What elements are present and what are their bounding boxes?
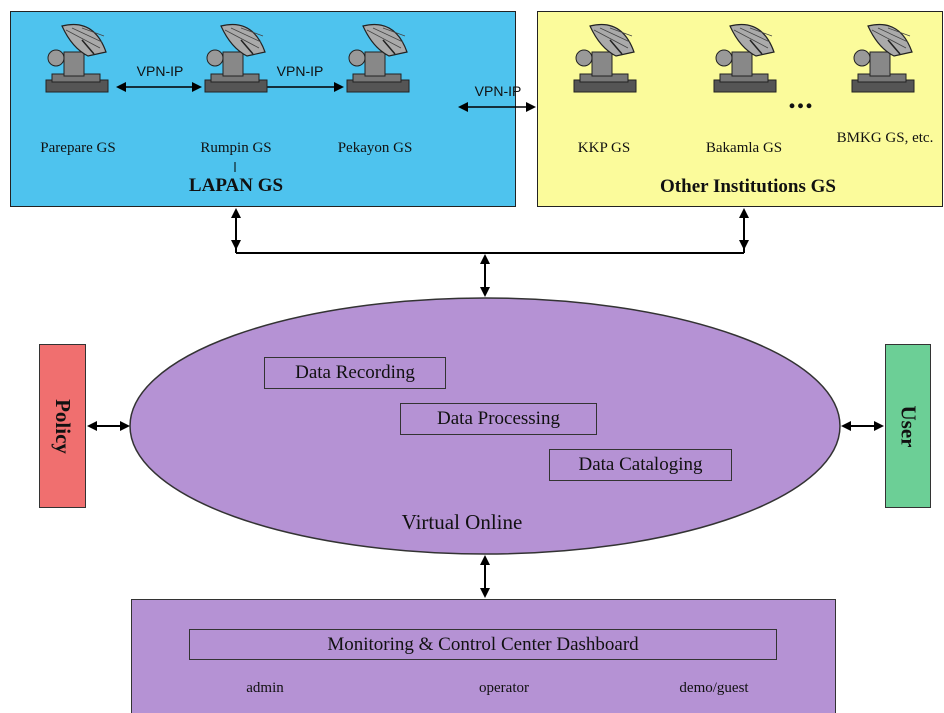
data-recording-box: Data Recording [264, 357, 446, 389]
satellite-dish-icon [45, 23, 109, 93]
station-label-bmkg: BMKG GS, etc. [836, 130, 934, 146]
virtual-online-label: Virtual Online [401, 510, 523, 534]
monitoring-control-center [131, 599, 836, 713]
policy-label: Policy [51, 398, 76, 454]
role-admin: admin [246, 680, 284, 696]
satellite-dish-icon [713, 23, 777, 93]
station-label-rumpin: Rumpin GS [200, 140, 272, 156]
data-processing-box: Data Processing [400, 403, 597, 435]
vpn-label: VPN-IP [136, 63, 184, 79]
station-label-pekayon: Pekayon GS [337, 140, 413, 156]
satellite-dish-icon [851, 23, 915, 93]
role-operator: operator [479, 680, 529, 696]
station-label-parepare: Parepare GS [40, 140, 116, 156]
data-cataloging-box: Data Cataloging [549, 449, 732, 481]
user-label: User [896, 405, 921, 447]
station-label-kkp: KKP GS [577, 140, 631, 156]
role-demo-guest: demo/guest [679, 680, 749, 696]
station-label-bakamla: Bakamla GS [705, 140, 783, 156]
satellite-dish-icon [204, 23, 268, 93]
other-institutions-title: Other Institutions GS [660, 176, 836, 197]
vpn-label: VPN-IP [276, 63, 324, 79]
user-box: User [885, 344, 931, 508]
more-stations-ellipsis: ... [788, 82, 814, 115]
policy-box: Policy [39, 344, 86, 508]
lapan-gs-title: LAPAN GS [188, 175, 284, 196]
satellite-dish-icon [346, 23, 410, 93]
virtual-online-ellipse [129, 297, 841, 555]
vpn-label: VPN-IP [474, 83, 522, 99]
dashboard-bar: Monitoring & Control Center Dashboard [189, 629, 777, 660]
satellite-dish-icon [573, 23, 637, 93]
